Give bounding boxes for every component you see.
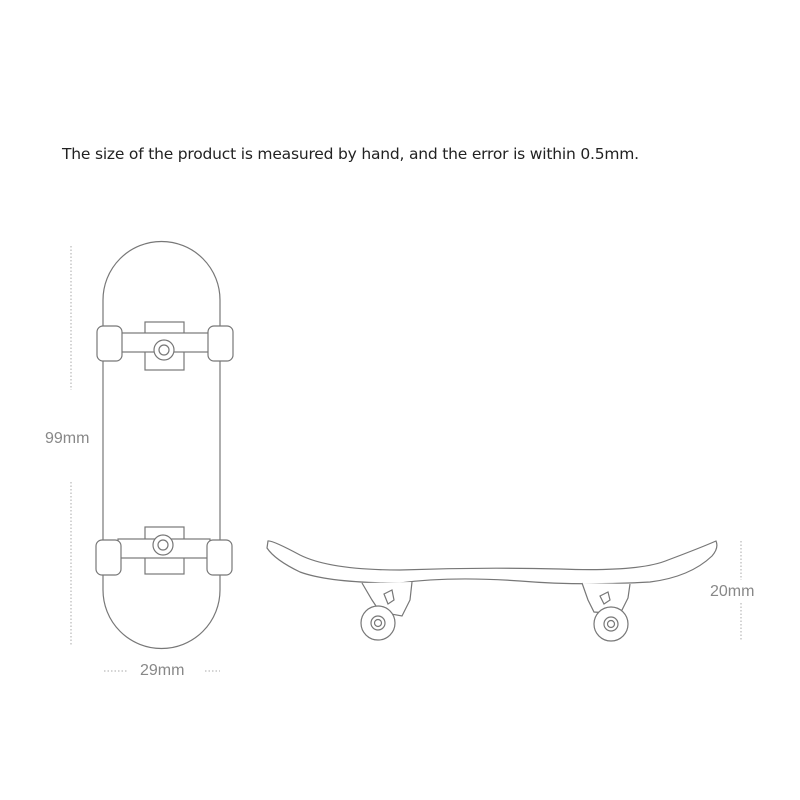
dimension-lines — [70, 246, 742, 672]
width-label: 29mm — [140, 662, 185, 679]
side-view-board — [266, 540, 718, 585]
side-front-truck — [360, 581, 413, 641]
length-label: 99mm — [45, 430, 90, 447]
side-rear-truck — [581, 582, 631, 642]
measurement-note: The size of the product is measured by h… — [62, 145, 639, 163]
height-label: 20mm — [710, 583, 755, 600]
top-front-truck — [96, 321, 234, 371]
top-view-board — [102, 240, 221, 650]
top-rear-truck — [95, 526, 233, 576]
